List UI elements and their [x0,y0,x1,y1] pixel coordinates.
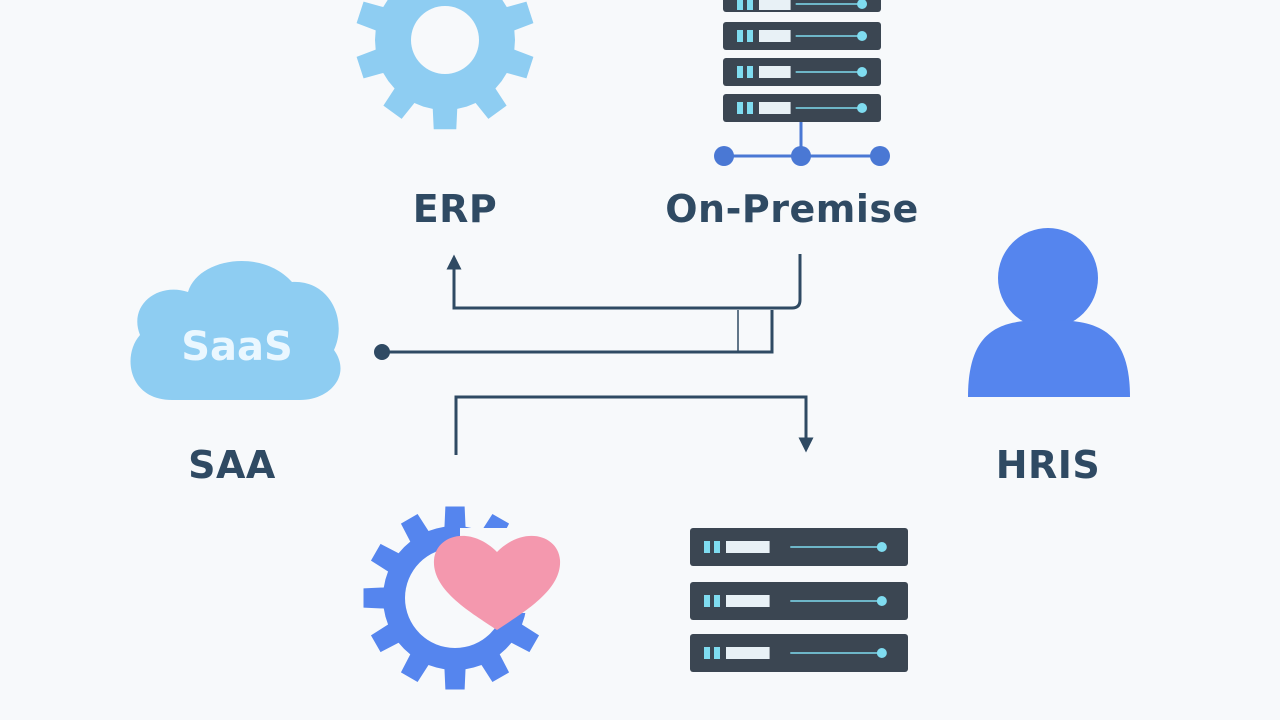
server-indicator [857,31,868,41]
person-body [968,320,1130,397]
server-led [714,595,720,607]
server-led [714,541,720,553]
server-stack-icon [690,528,908,672]
connector-saas-bus [382,310,774,354]
connectors [374,254,814,455]
server-indicator [857,103,868,113]
server-unit [723,58,881,86]
connector-benefits-to-datastore [454,395,814,455]
server-drive [759,66,791,78]
server-drive [726,541,770,553]
cloud-text: SaaS [181,324,293,370]
server-led [747,30,753,42]
server-led [737,66,743,78]
connector-endpoint [374,344,390,360]
gear-heart-icon [363,506,570,690]
server-led [747,66,753,78]
server-led [737,30,743,42]
gear-hub [411,6,479,74]
server-drive [759,102,791,114]
cloud-icon: SaaS [130,260,341,400]
server-unit [723,0,881,12]
network-node [714,146,734,166]
server-unit [723,94,881,122]
erp-label: ERP [412,187,498,231]
server-drive [759,30,791,42]
server-led [704,541,710,553]
hris-label: HRIS [995,443,1101,487]
server-indicator [857,0,868,9]
server-indicator [876,542,887,552]
server-drive [726,595,770,607]
server-led [704,647,710,659]
heart-icon [433,535,561,630]
person-icon [968,228,1130,397]
server-drive [759,0,791,10]
on-premise-label: On-Premise [665,187,919,231]
server-unit [690,634,908,672]
network-node [870,146,890,166]
cloud-shape [130,260,341,400]
gear-icon [356,0,534,130]
server-unit [690,528,908,566]
network-node [791,146,811,166]
server-indicator [876,648,887,658]
server-led [737,0,743,10]
server-indicator [857,67,868,77]
server-led [747,0,753,10]
person-head [998,228,1098,328]
server-led [737,102,743,114]
server-unit [723,22,881,50]
server-unit [690,582,908,620]
server-led [704,595,710,607]
saas-label: SAA [188,443,276,487]
server-indicator [876,596,887,606]
server-led [714,647,720,659]
server-body [723,0,881,12]
connector-onpremise-to-erp [446,254,802,310]
server-drive [726,647,770,659]
server-led [747,102,753,114]
server-network-icon [714,0,890,166]
